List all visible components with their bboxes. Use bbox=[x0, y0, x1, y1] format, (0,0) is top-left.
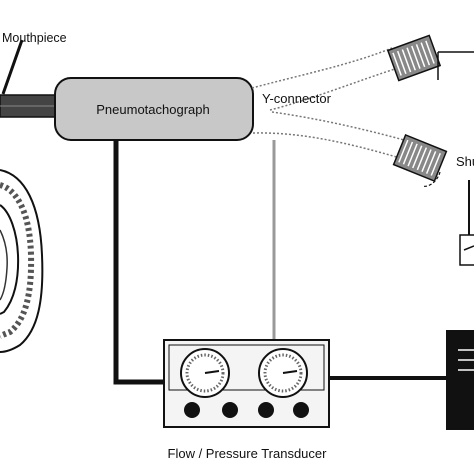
pneumotachograph-body bbox=[54, 77, 254, 141]
control-knob bbox=[222, 402, 238, 418]
subject-head-figure bbox=[0, 169, 44, 353]
flow-gauge bbox=[180, 348, 230, 398]
mouthpiece-tube bbox=[0, 39, 61, 118]
shutter-device bbox=[459, 180, 474, 266]
y-connector bbox=[251, 47, 405, 159]
control-knob bbox=[258, 402, 274, 418]
control-knob bbox=[184, 402, 200, 418]
flow-cable bbox=[113, 140, 166, 385]
transducer-unit bbox=[163, 339, 330, 428]
y-connector-label: Y-connector bbox=[262, 91, 332, 106]
mouthpiece-label: Mouthpiece bbox=[2, 31, 67, 45]
transducer-label: Flow / Pressure Transducer bbox=[168, 446, 328, 461]
pneumotachograph-label: Pneumotachograph bbox=[96, 102, 209, 117]
control-knob bbox=[293, 402, 309, 418]
computer-tower bbox=[446, 330, 474, 430]
lower-valve bbox=[392, 133, 448, 187]
pressure-gauge bbox=[258, 348, 308, 398]
shutter-label: Shu bbox=[456, 154, 474, 169]
upper-valve bbox=[386, 34, 474, 82]
